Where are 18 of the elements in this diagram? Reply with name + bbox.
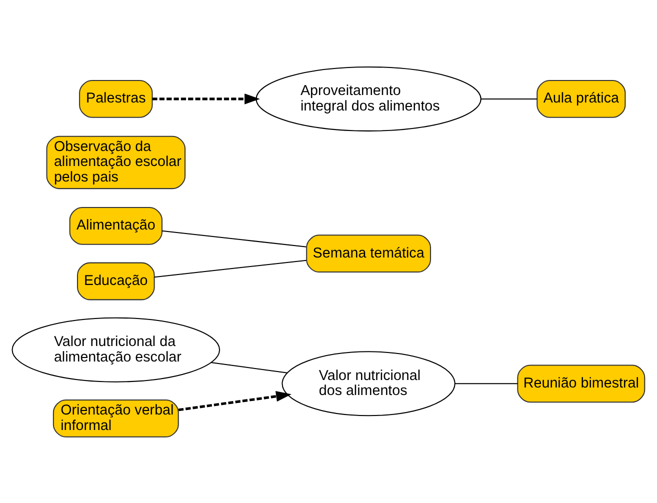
- node-ellipse: Valor nutricional da alimentação escolar: [12, 316, 220, 382]
- node-box: Palestras: [79, 80, 153, 118]
- node-ellipse: Valor nutricional dos alimentos: [282, 350, 456, 416]
- node-box: Alimentação: [69, 206, 162, 244]
- node-box: Reunião bimestral: [517, 364, 646, 402]
- node-box: Orientação verbal informal: [52, 399, 179, 437]
- arrow: [178, 390, 292, 411]
- node-ellipse: Aproveitamento integral dos alimentos: [256, 66, 482, 131]
- node-box: Educação: [76, 262, 155, 300]
- node-box: Observação da alimentação escolar pelos pais: [46, 135, 186, 189]
- arrow: [152, 93, 260, 104]
- connector: [454, 382, 518, 384]
- node-box: Semana temática: [306, 234, 432, 272]
- connector: [162, 230, 306, 247]
- connector: [154, 259, 306, 278]
- node-box: Aula prática: [536, 80, 626, 118]
- connector: [210, 362, 288, 373]
- connector: [481, 98, 538, 99]
